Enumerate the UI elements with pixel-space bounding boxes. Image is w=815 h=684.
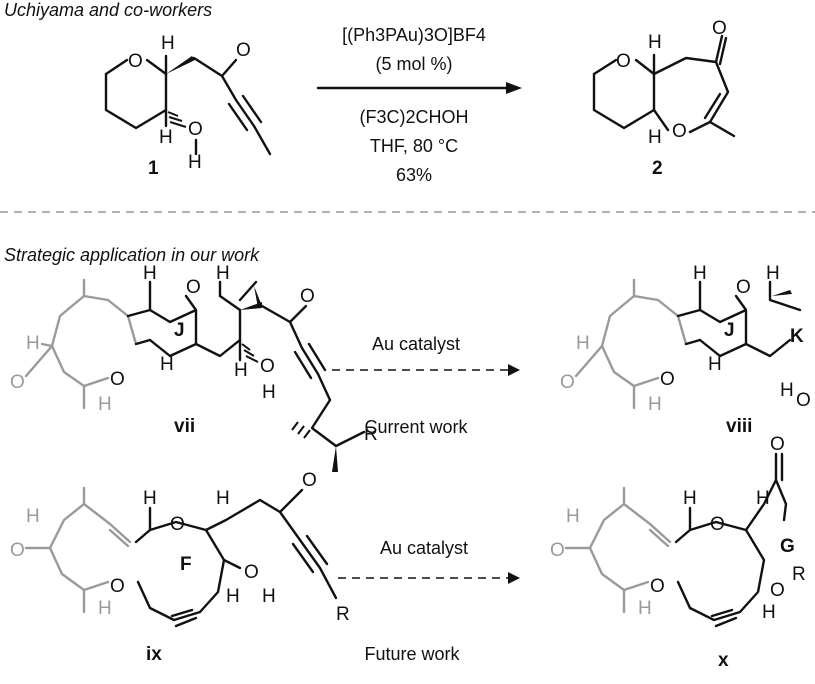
ring-K-label: K: [790, 326, 804, 347]
ring-J-label-viii: J: [724, 320, 735, 341]
compound-x: O H H O H O H O G O R H x: [550, 434, 806, 671]
reaction-arrow-2: [338, 572, 520, 584]
svg-text:O: O: [302, 470, 317, 491]
ring-F-label: F: [180, 554, 192, 575]
svg-text:H: H: [262, 382, 276, 403]
reaction-arrow-1: [332, 364, 520, 376]
svg-text:O: O: [186, 277, 201, 298]
compound-2-label: 2: [652, 158, 663, 179]
ring-J-label: J: [174, 320, 185, 341]
svg-text:H: H: [262, 586, 276, 607]
compound-1: O H O H O H 1: [104, 33, 272, 179]
svg-text:O: O: [660, 369, 675, 390]
reagent-conditions: THF, 80 °C: [370, 136, 458, 156]
svg-text:R: R: [336, 604, 350, 625]
svg-text:H: H: [26, 333, 40, 354]
svg-text:H: H: [648, 32, 662, 53]
svg-text:O: O: [650, 576, 665, 597]
catalyst-label-2: Au catalyst: [380, 538, 468, 558]
compound-vii-label: vii: [174, 416, 195, 437]
svg-text:O: O: [10, 540, 25, 561]
svg-text:O: O: [616, 51, 631, 72]
svg-text:O: O: [110, 576, 125, 597]
svg-text:O: O: [260, 356, 275, 377]
compound-x-label: x: [718, 650, 729, 671]
svg-text:O: O: [300, 286, 315, 307]
attribution-text: Uchiyama and co-workers: [4, 0, 212, 20]
svg-text:O: O: [188, 119, 203, 140]
compound-2: O H O O H 2: [592, 18, 736, 179]
svg-text:H: H: [566, 506, 580, 527]
ring-G-label: G: [780, 536, 795, 557]
svg-text:O: O: [796, 390, 811, 411]
svg-text:H: H: [216, 263, 230, 284]
svg-text:H: H: [98, 598, 112, 619]
svg-text:O: O: [736, 277, 751, 298]
svg-text:H: H: [226, 586, 240, 607]
future-work-label: Future work: [364, 644, 460, 664]
reagent-loading: (5 mol %): [375, 54, 452, 74]
compound-viii: O H H O H O H H J K O H viii: [560, 263, 811, 437]
svg-text:O: O: [560, 372, 575, 393]
svg-text:H: H: [683, 488, 697, 509]
svg-text:H: H: [638, 598, 652, 619]
svg-text:O: O: [170, 514, 185, 535]
svg-text:O: O: [770, 580, 785, 601]
svg-text:H: H: [143, 263, 157, 284]
svg-text:O: O: [236, 40, 251, 61]
svg-text:H: H: [160, 354, 174, 375]
svg-text:R: R: [792, 564, 806, 585]
catalyst-label-1: Au catalyst: [372, 334, 460, 354]
svg-text:O: O: [770, 434, 785, 455]
compound-ix-label: ix: [146, 644, 162, 665]
svg-text:O: O: [550, 540, 565, 561]
svg-text:R: R: [364, 424, 378, 445]
compound-vii: O H H O H O H H J O H O H R: [10, 263, 378, 472]
svg-text:O: O: [672, 121, 687, 142]
svg-text:H: H: [648, 127, 662, 148]
svg-text:H: H: [708, 354, 722, 375]
svg-text:O: O: [10, 372, 25, 393]
svg-text:O: O: [712, 18, 727, 39]
compound-ix: O H H O H O H O R O H H F ix: [10, 470, 350, 665]
reagent-additive: (F3C)2CHOH: [359, 107, 468, 127]
svg-text:O: O: [128, 51, 143, 72]
compound-viii-label: viii: [726, 416, 752, 437]
svg-text:H: H: [161, 33, 175, 54]
svg-text:H: H: [693, 263, 707, 284]
svg-text:H: H: [648, 394, 662, 415]
svg-text:H: H: [143, 488, 157, 509]
reaction-arrow-top: [316, 82, 522, 94]
svg-text:H: H: [188, 152, 202, 173]
svg-text:H: H: [762, 602, 776, 623]
strategy-heading: Strategic application in our work: [4, 245, 260, 265]
svg-text:H: H: [780, 380, 794, 401]
current-work-label: Current work: [364, 417, 468, 437]
svg-text:H: H: [26, 506, 40, 527]
compound-1-label: 1: [148, 158, 159, 179]
svg-text:H: H: [766, 263, 780, 284]
reagent-catalyst: [(Ph3PAu)3O]BF4: [342, 25, 486, 45]
svg-text:H: H: [98, 394, 112, 415]
svg-text:H: H: [234, 360, 248, 381]
svg-text:H: H: [576, 333, 590, 354]
svg-text:O: O: [110, 369, 125, 390]
svg-text:O: O: [710, 514, 725, 535]
reaction-yield: 63%: [396, 165, 432, 185]
svg-text:H: H: [216, 488, 230, 509]
svg-text:H: H: [756, 488, 770, 509]
svg-text:O: O: [244, 562, 259, 583]
svg-text:H: H: [159, 127, 173, 148]
